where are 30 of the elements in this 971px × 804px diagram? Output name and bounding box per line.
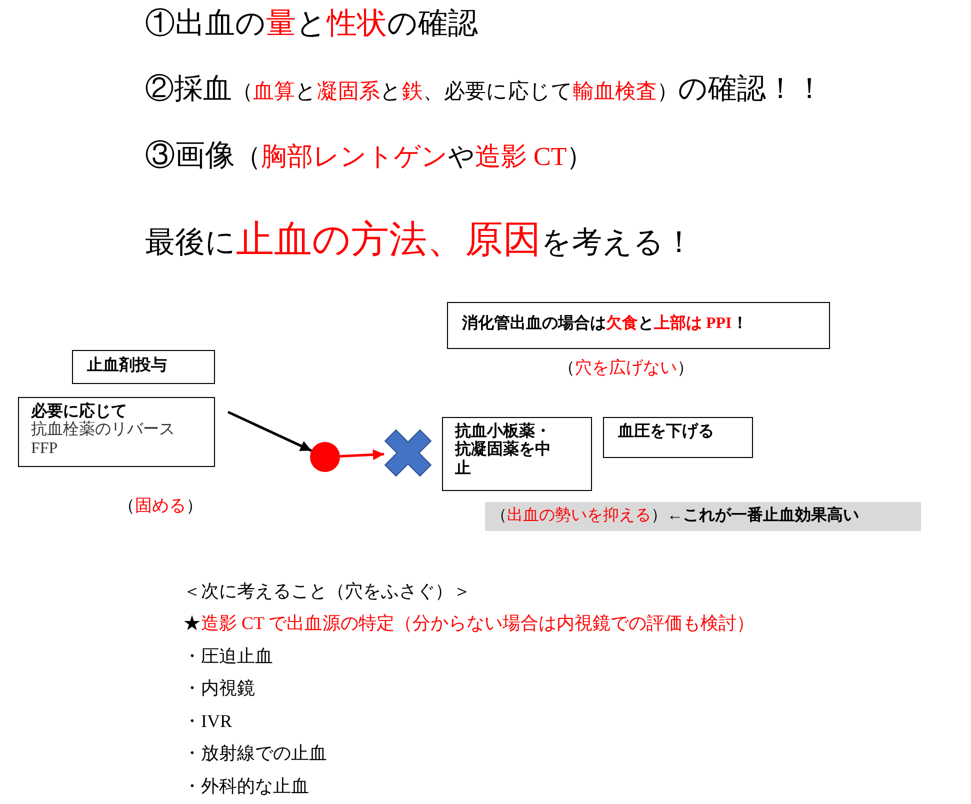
headline: 最後に止血の方法、原因を考える！ [145, 218, 694, 263]
box-text: 血圧を下げる [618, 423, 714, 442]
box-text: 止血剤投与 [87, 357, 167, 376]
cross-mark [384, 429, 432, 477]
note: ★造影 CT で出血源の特定（分からない場合は内視鏡での評価も検討） [183, 613, 755, 635]
box-text: 抗血栓薬のリバース FFP [31, 421, 176, 458]
list-item: ・圧迫止血 [183, 646, 273, 668]
box-text: 抗血小板薬・抗凝固薬を中止 [455, 423, 552, 478]
checklist-item: ③画像（胸部レントゲンや造影 CT） [145, 138, 593, 174]
box-text: （出血の勢いを抑える）←これが一番止血効果高い [491, 507, 859, 526]
list-item: ・放射線での止血 [183, 743, 327, 765]
box-heading: 必要に応じて [31, 403, 127, 420]
annotation: （固める） [118, 495, 203, 517]
text-box [447, 302, 830, 349]
list-item: ・外科的な止血 [183, 776, 309, 798]
arrow [340, 449, 384, 460]
arrow [227, 410, 312, 452]
text-box [18, 397, 215, 467]
text-box [442, 417, 592, 491]
highlight-band [485, 502, 921, 531]
list-item: ・内視鏡 [183, 678, 255, 700]
box-text: 消化管出血の場合は欠食と上部は PPI！ [462, 315, 748, 334]
annotation: （穴を広げない） [558, 357, 694, 379]
checklist-item: ②採血（血算と凝固系と鉄、必要に応じて輸血検査）の確認！！ [145, 72, 824, 107]
section-heading: ＜次に考えること（穴をふさぐ）＞ [183, 581, 471, 603]
text-box [72, 350, 215, 384]
checklist-item: ①出血の量と性状の確認 [145, 6, 478, 42]
dot-marker [310, 442, 340, 472]
list-item: ・IVR [183, 711, 232, 733]
text-box [603, 417, 753, 458]
